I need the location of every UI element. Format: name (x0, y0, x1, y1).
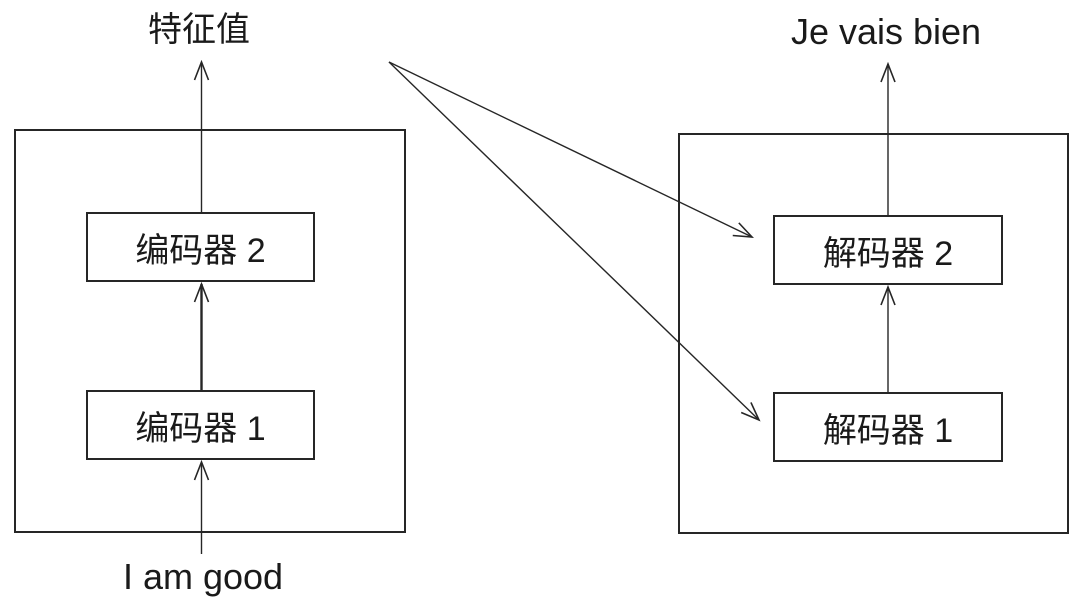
feature-value-label: 特征值 (148, 11, 250, 49)
encoder-2-label: 编码器 2 (135, 231, 266, 270)
encoder-1-label: 编码器 1 (135, 409, 266, 448)
source-input-label: I am good (122, 556, 284, 597)
encoder-2-box: 编码器 2 (86, 212, 315, 282)
decoder-1-box: 解码器 1 (773, 392, 1003, 462)
decoder-stack-container (678, 133, 1069, 534)
decoder-1-label: 解码器 1 (822, 411, 954, 450)
translated-output-label: Je vais bien (790, 11, 982, 52)
encoder-1-box: 编码器 1 (86, 390, 315, 460)
decoder-2-box: 解码器 2 (773, 215, 1003, 285)
decoder-2-label: 解码器 2 (822, 234, 954, 273)
encoder-stack-container (14, 129, 406, 533)
